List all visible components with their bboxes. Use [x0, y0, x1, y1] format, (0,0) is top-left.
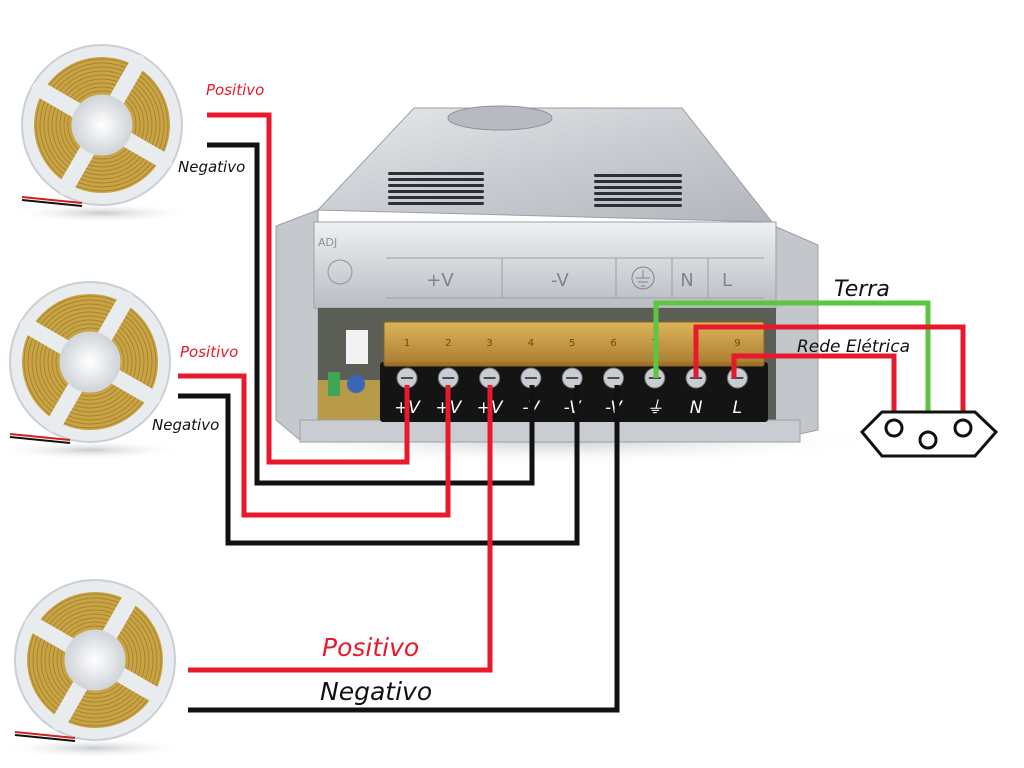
terminal-label: -V: [605, 398, 623, 418]
label-strip3-positive: Positivo: [322, 633, 419, 662]
vent-slot: [594, 186, 682, 189]
led-strip-reel: [7, 44, 197, 223]
vent-slot: [594, 204, 682, 207]
terminal-label: ⏚: [646, 398, 663, 418]
top-label: N: [680, 270, 693, 291]
vent-slot: [594, 180, 682, 183]
wire-neutral: [693, 324, 966, 424]
label-strip3-negative: Negativo: [320, 677, 432, 706]
label-strip2-positive: Positivo: [180, 343, 238, 361]
terminal-block: [380, 362, 768, 422]
terminal-number: 9: [734, 338, 740, 349]
wire-strip3-negative: [188, 385, 620, 713]
wire-strip2-negative: [178, 385, 580, 546]
wire-strip3-positive: [188, 385, 493, 673]
terminal-number: 3: [486, 338, 492, 349]
vent-slot: [388, 202, 484, 205]
terminal-number: 4: [528, 338, 534, 349]
vent-slot: [388, 178, 484, 181]
label-strip1-negative: Negativo: [178, 158, 245, 176]
top-label: -V: [551, 270, 569, 291]
vent-slot: [594, 198, 682, 201]
vent-slot: [594, 174, 682, 177]
vent-slot: [388, 172, 484, 175]
wire-strip1-negative: [207, 142, 535, 486]
vent-slot: [594, 192, 682, 195]
label-ground: Terra: [834, 277, 890, 302]
label-strip1-positive: Positivo: [206, 81, 264, 99]
top-label: L: [722, 270, 732, 291]
top-label: +V: [426, 270, 454, 291]
terminal-number: 5: [569, 338, 575, 349]
power-outlet-icon: [859, 410, 999, 458]
terminal-label: N: [690, 398, 703, 418]
label-strip2-negative: Negativo: [152, 416, 219, 434]
wire-strip1-positive: [207, 112, 410, 465]
wire-line: [731, 353, 897, 424]
terminal-number: 6: [610, 338, 616, 349]
vent-slot: [388, 184, 484, 187]
label-mains: Rede Elétrica: [797, 337, 910, 357]
terminal-label: L: [733, 398, 742, 418]
wire-ground: [653, 300, 931, 432]
wire-strip2-positive: [178, 373, 451, 518]
terminal-number: 1: [404, 338, 410, 349]
led-strip-reel: [0, 579, 190, 758]
adj-label: ADJ: [318, 236, 337, 249]
terminal-cover: [383, 321, 765, 367]
vent-slot: [388, 190, 484, 193]
led-strip-reel: [0, 281, 185, 460]
vent-slot: [388, 196, 484, 199]
ground-symbol-icon: [631, 266, 655, 290]
terminal-number: 2: [445, 338, 451, 349]
